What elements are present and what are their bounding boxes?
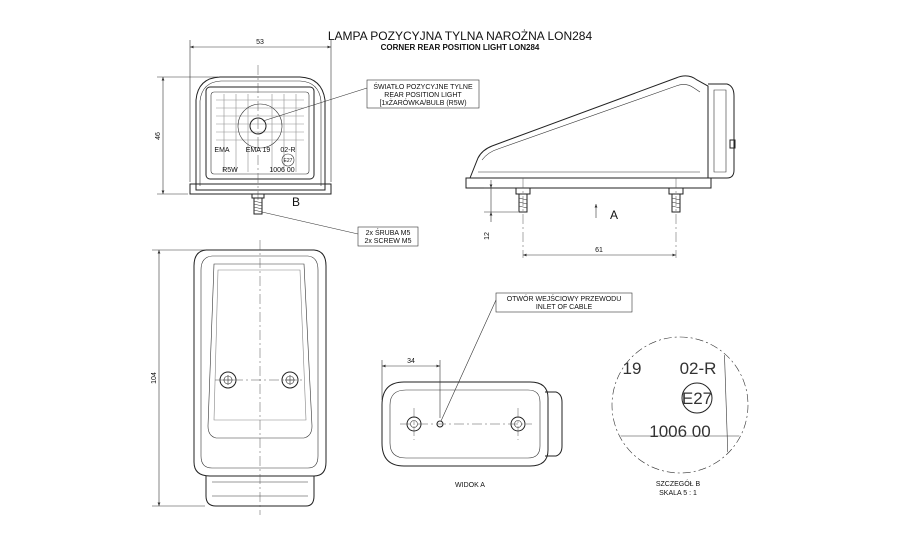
dim-length-side: 61 <box>523 247 676 257</box>
lens-approval: E27 <box>284 158 293 164</box>
callout-light: ŚWIATŁO POZYCYJNE TYLNE REAR POSITION LI… <box>262 79 480 122</box>
dim-height-front: 46 <box>155 76 218 195</box>
dim-104: 104 <box>151 372 158 384</box>
callout-inlet-en: INLET OF CABLE <box>536 304 593 311</box>
dim-length-top: 104 <box>151 249 205 507</box>
dim-offset-view-a: 34 <box>381 358 441 418</box>
callout-bulb: [1xŻARÓWKA/BULB (R5W) <box>379 98 466 107</box>
detail-b-ref: B <box>292 195 300 209</box>
top-view <box>193 240 327 515</box>
callout-inlet: OTWÓR WEJŚCIOWY PRZEWODU INLET OF CABLE <box>440 292 633 422</box>
view-a-label: WIDOK A <box>455 482 485 489</box>
detail-19: 19 <box>623 359 642 378</box>
side-view: A <box>465 75 736 258</box>
dim-width-top: 53 <box>189 39 332 182</box>
dim-46: 46 <box>155 132 162 140</box>
detail-02r: 02-R <box>680 359 717 378</box>
lens-code: 02-R <box>280 147 295 154</box>
callout-inlet-pl: OTWÓR WEJŚCIOWY PRZEWODU <box>507 294 622 303</box>
dim-61: 61 <box>595 247 603 254</box>
callout-screw-en: 2x SCREW M5 <box>364 238 411 245</box>
callout-screw-pl: 2x ŚRUBA M5 <box>366 228 411 237</box>
detail-e27: E27 <box>682 389 712 408</box>
view-a: WIDOK A <box>381 381 563 489</box>
detail-serial: 1006 00 <box>649 422 710 441</box>
dim-34: 34 <box>407 358 415 365</box>
detail-b: 19 02-R E27 1006 00 SZCZEGÓŁ B SKALA 5 :… <box>611 336 749 497</box>
front-view: EMA EMA 19 02-R E27 R5W 1006 00 B <box>189 65 332 215</box>
lens-serial: 1006 00 <box>269 167 294 174</box>
dim-12: 12 <box>484 232 491 240</box>
lens-bulb: R5W <box>222 167 238 174</box>
callout-screw: 2x ŚRUBA M5 2x SCREW M5 <box>261 211 419 247</box>
detail-b-scale: SKALA 5 : 1 <box>659 490 697 497</box>
callout-light-pl: ŚWIATŁO POZYCYJNE TYLNE <box>373 82 473 91</box>
detail-b-label: SZCZEGÓŁ B <box>656 479 701 488</box>
title-pl: LAMPA POZYCYJNA TYLNA NAROŻNA LON284 <box>328 29 593 43</box>
dim-height-bolt: 12 <box>484 180 518 240</box>
view-a-ref: A <box>610 208 618 222</box>
callout-light-en: REAR POSITION LIGHT <box>384 92 462 99</box>
title-en: CORNER REAR POSITION LIGHT LON284 <box>381 43 540 52</box>
dim-53: 53 <box>256 39 264 46</box>
lens-ema: EMA <box>214 147 230 154</box>
